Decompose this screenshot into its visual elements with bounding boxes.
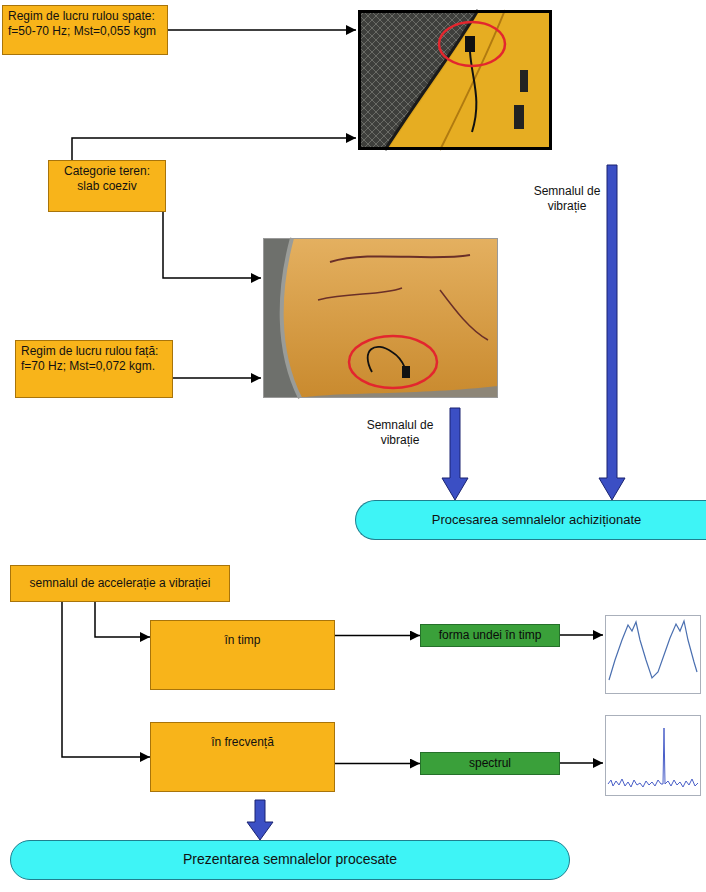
signal-arrow xyxy=(442,408,468,500)
box-text: Categorie teren: slab coeziv xyxy=(54,164,160,194)
signal-label: Semnalul de vibrație xyxy=(530,184,604,214)
roller-photo xyxy=(358,10,552,150)
result-box: spectrul xyxy=(420,752,560,775)
box-text: Prezentarea semnalelor procesate xyxy=(183,851,397,869)
box-text: în frecvență xyxy=(211,735,274,750)
spectrum-plot xyxy=(606,716,701,796)
roller-frame xyxy=(388,10,552,150)
box-text: spectrul xyxy=(469,756,511,771)
sensor xyxy=(402,366,410,378)
highlight-ellipse xyxy=(349,336,437,388)
terrain-box: Categorie teren: slab coeziv xyxy=(48,160,166,212)
signal-arrow xyxy=(599,165,625,500)
output-arrow xyxy=(560,634,603,636)
flow-arrow xyxy=(62,602,150,757)
bracket xyxy=(514,105,524,129)
roller-edge xyxy=(282,238,300,398)
roller-edge xyxy=(385,10,478,150)
input-arrow xyxy=(170,377,261,379)
process-band: Procesarea semnalelor achiziționate xyxy=(355,500,706,540)
flow-arrow xyxy=(95,602,150,637)
input-arrow xyxy=(163,205,261,278)
mode-box: Regim de lucru rulou spate: f=50-70 Hz; … xyxy=(2,5,168,55)
box-text: Procesarea semnalelor achiziționate xyxy=(432,512,642,528)
output-band: Prezentarea semnalelor procesate xyxy=(10,840,570,880)
mode-box: Regim de lucru rulou față: f=70 Hz; Mst=… xyxy=(15,340,173,398)
sensor xyxy=(465,36,475,52)
box-text: semnalul de accelerație a vibrației xyxy=(30,576,211,591)
bracket xyxy=(520,70,528,92)
domain-box: în timp xyxy=(150,620,335,690)
surface-mark xyxy=(318,288,402,300)
box-text: în timp xyxy=(224,633,260,648)
box-text: Regim de lucru rulou spate: f=50-70 Hz; … xyxy=(8,9,162,39)
box-text: forma undei în timp xyxy=(439,628,542,643)
spectrum-trace xyxy=(608,728,698,787)
signal-box: semnalul de accelerație a vibrației xyxy=(10,565,230,602)
box-text: Regim de lucru rulou față: f=70 Hz; Mst=… xyxy=(21,344,167,374)
waveform-trace xyxy=(609,621,697,680)
photo-frame xyxy=(360,12,551,149)
sensor-cable xyxy=(470,52,476,132)
waveform-plot xyxy=(606,616,701,694)
sensor-cable xyxy=(368,347,406,372)
signal-label: Semnalul de vibrație xyxy=(360,418,440,448)
result-box: forma undei în timp xyxy=(420,624,560,647)
input-arrow xyxy=(165,29,356,31)
roller-photo xyxy=(263,238,498,398)
flow-arrow xyxy=(335,763,420,765)
frame-shade xyxy=(440,10,505,150)
surface-mark xyxy=(330,255,470,262)
photo-frame xyxy=(264,239,498,398)
highlight-ellipse xyxy=(439,22,505,66)
surface-mark xyxy=(440,290,488,340)
roller-drum xyxy=(263,238,300,398)
signal-arrow xyxy=(247,800,273,840)
output-arrow xyxy=(560,762,603,764)
flow-arrow xyxy=(335,635,420,637)
domain-box: în frecvență xyxy=(150,722,335,792)
